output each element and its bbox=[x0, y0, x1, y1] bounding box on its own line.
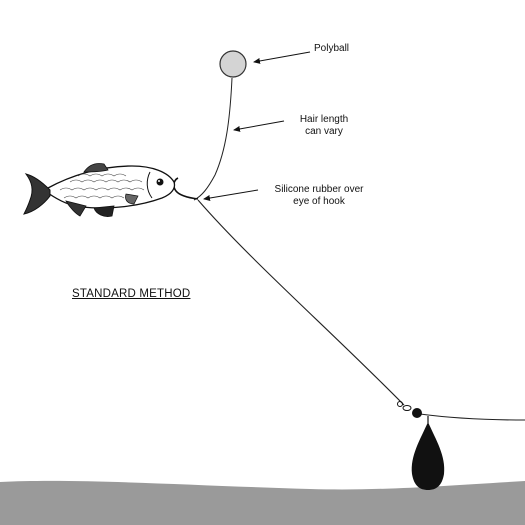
silicone-label: Silicone rubber over eye of hook bbox=[262, 184, 376, 208]
hair-length-line-1: Hair length bbox=[299, 114, 349, 125]
hair-length-line-2: can vary bbox=[305, 126, 343, 137]
polyball-icon bbox=[219, 50, 247, 78]
silicone-line-1: Silicone rubber over bbox=[274, 184, 364, 195]
hair-line bbox=[193, 77, 233, 201]
hair-length-label: Hair length can vary bbox=[286, 114, 362, 138]
roach-fish-icon bbox=[23, 163, 176, 217]
lead-weight-icon bbox=[397, 401, 445, 490]
hook-icon bbox=[173, 177, 199, 200]
main-line bbox=[197, 199, 405, 406]
silicone-arrow bbox=[203, 189, 259, 201]
lakebed bbox=[0, 480, 525, 525]
polyball-label: Polyball bbox=[314, 43, 350, 54]
method-title: STANDARD METHOD bbox=[72, 288, 191, 300]
silicone-line-2: eye of hook bbox=[293, 196, 345, 207]
reel-line bbox=[419, 413, 525, 421]
polyball-arrow bbox=[253, 51, 311, 64]
hair-arrow bbox=[233, 120, 285, 132]
